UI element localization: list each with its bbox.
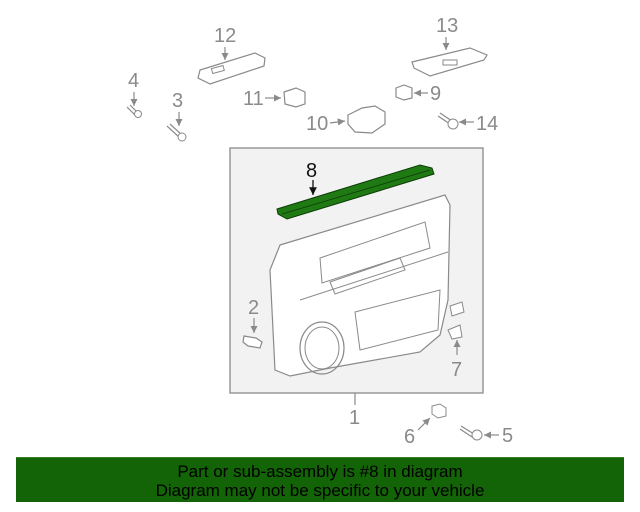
banner-line-disclaimer: Diagram may not be specific to your vehi… [155, 481, 485, 500]
part-8-belt-molding[interactable]: 8 [276, 160, 435, 220]
part-3-clip[interactable]: 3 [166, 90, 187, 142]
callout-1: 1 [349, 407, 360, 429]
part-2-clip[interactable]: 2 [242, 297, 263, 349]
callout-14: 14 [476, 113, 498, 135]
callout-1-group: 1 [349, 393, 360, 429]
parts-diagram: 12 13 4 3 11 10 9 [126, 15, 513, 448]
callout-3: 3 [172, 90, 183, 112]
part-5-screw[interactable]: 5 [459, 425, 513, 447]
callout-11: 11 [243, 88, 264, 110]
callout-7: 7 [451, 359, 462, 381]
part-7-bracket[interactable]: 7 [447, 301, 465, 381]
callout-5: 5 [502, 425, 513, 447]
info-banner: Part or sub-assembly is #8 in diagram Di… [16, 457, 624, 502]
part-4-screw[interactable]: 4 [126, 70, 142, 118]
part-10-switch-assembly[interactable]: 10 [306, 105, 386, 135]
callout-6: 6 [404, 426, 415, 448]
banner-line-part: Part or sub-assembly is #8 in diagram [177, 462, 463, 481]
callout-8: 8 [306, 160, 317, 182]
callout-13: 13 [436, 15, 458, 37]
callout-4: 4 [128, 70, 139, 92]
part-12-switch-bezel[interactable]: 12 [197, 25, 266, 85]
part-9-switch[interactable]: 9 [395, 83, 441, 105]
part-14-clip[interactable]: 14 [437, 112, 498, 135]
callout-12: 12 [214, 25, 236, 47]
part-1-door-trim-panel[interactable] [269, 194, 451, 377]
part-6-clip[interactable]: 6 [404, 403, 447, 448]
callout-10: 10 [306, 113, 328, 135]
callout-2: 2 [248, 297, 259, 319]
part-11-switch[interactable]: 11 [243, 87, 306, 110]
part-13-switch-bezel[interactable]: 13 [411, 15, 488, 77]
callout-9: 9 [430, 83, 441, 105]
